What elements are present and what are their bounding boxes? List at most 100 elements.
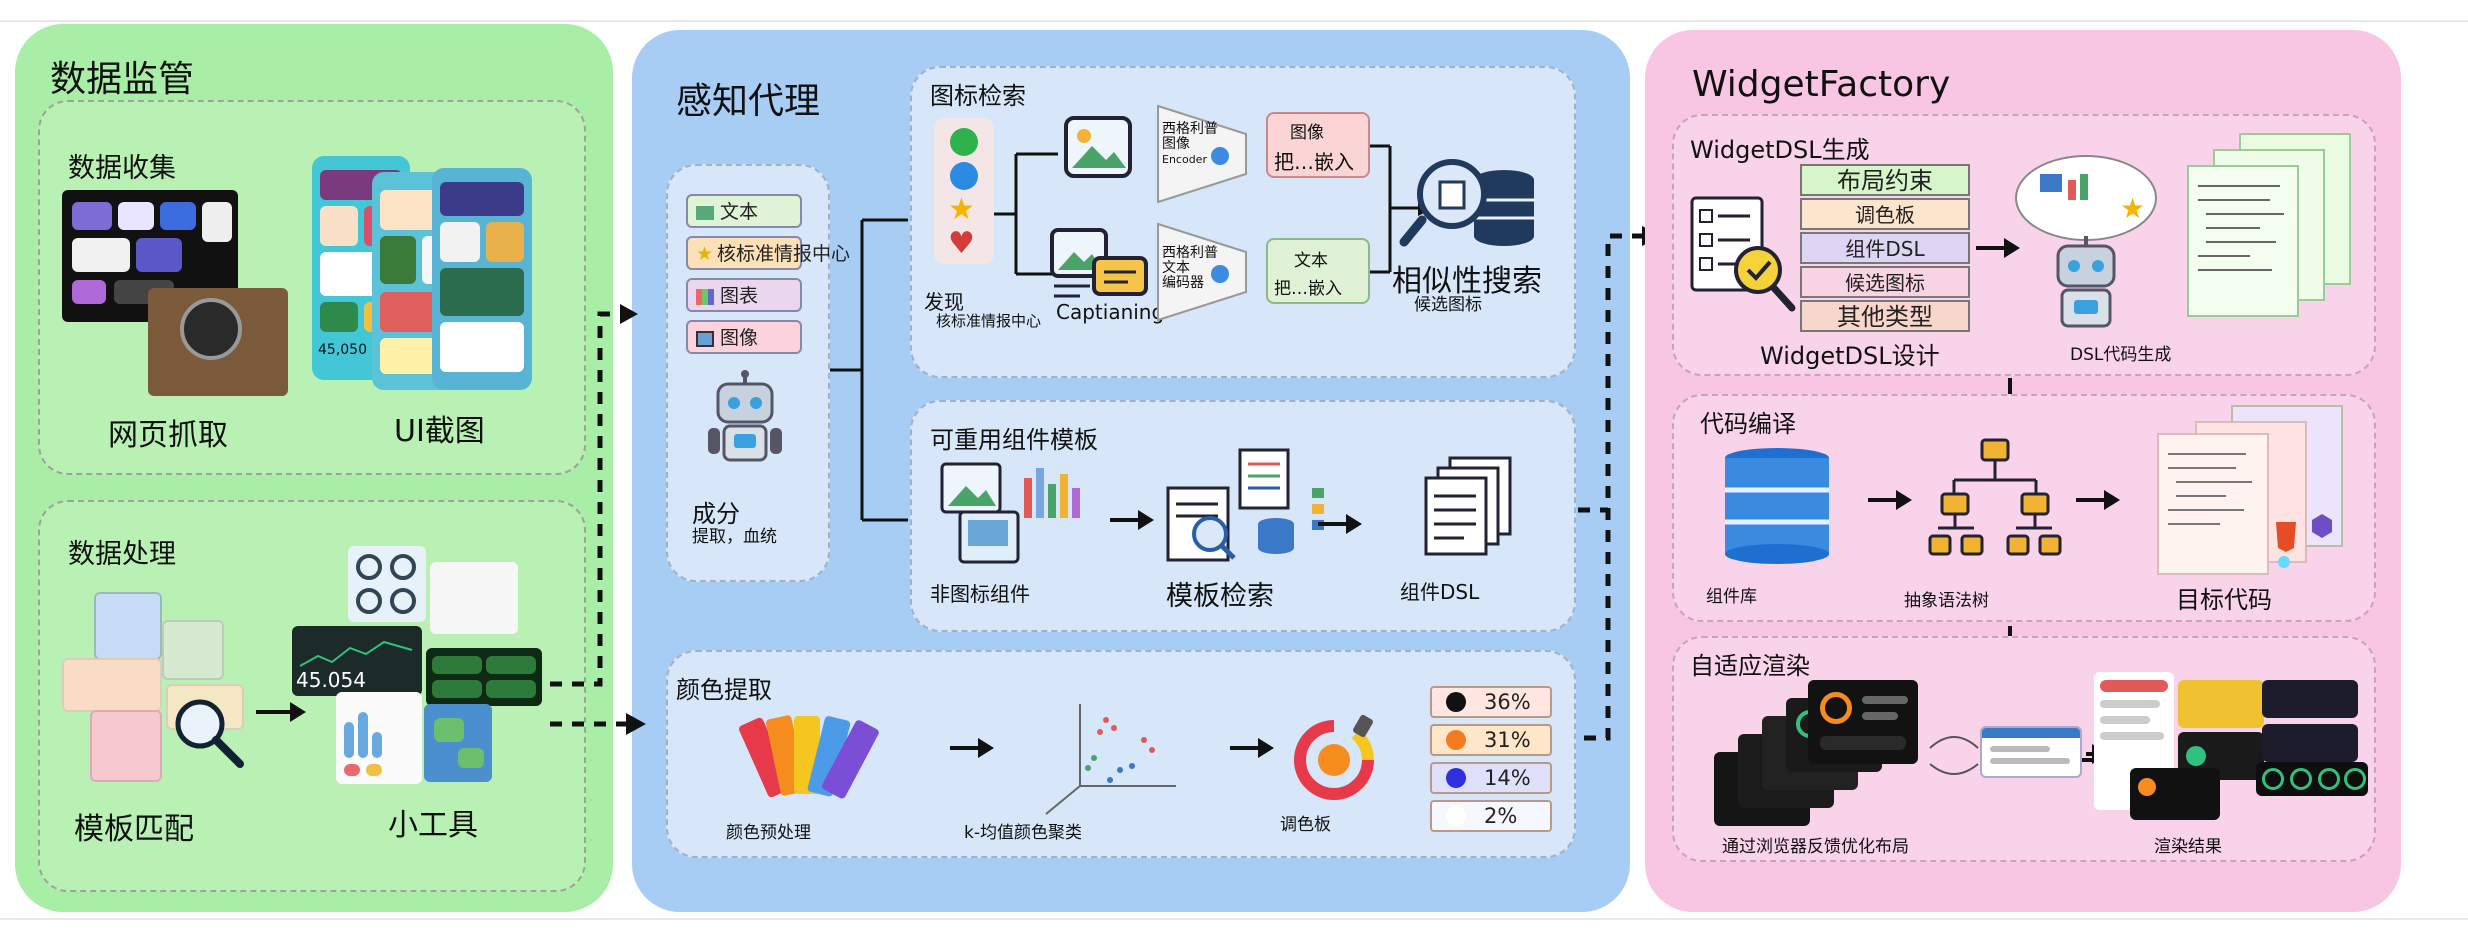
arrow-to-render-result [2082,758,2092,762]
color-preprocess-label: 颜色预处理 [726,823,811,843]
text-encoder-label: 西格利普 文本 编码器 [1162,245,1218,291]
template-block-pink [90,710,162,782]
abstract-syntax-tree-icon [1928,438,2062,556]
arrow-to-ast [1868,490,1912,510]
text-icon [696,205,714,220]
widget-stock-card: 45.054 [292,626,422,696]
dsl-tag-item: 候选图标 [1800,266,1970,298]
code-compile-title: 代码编译 [1700,410,1796,438]
color-dot-icon [1446,768,1466,788]
data-curation-title: 数据监管 [50,59,195,100]
image-icon [696,330,714,347]
text-encoder-shape [1157,222,1247,322]
render-result-label: 渲染结果 [2154,837,2222,857]
data-collection-title: 数据收集 [68,153,176,184]
color-dot-icon [1446,806,1466,826]
browser-feedback-label: 通过浏览器反馈优化布局 [1722,837,1909,857]
arrow-to-target-code [2076,490,2120,510]
non-icon-components-label: 非图标组件 [930,582,1030,606]
palette-icon [1294,714,1374,800]
swatch-percent: 36% [1484,690,1531,714]
feedback-loop-arrows [1929,736,1979,775]
ui-screenshot-phone-3 [432,168,532,390]
dsl-codegen-robot-icon: ★ [2015,155,2157,328]
star-icon: ★ [948,192,975,227]
star-icon: ★ [696,243,714,265]
robot-icon [708,370,782,462]
reusable-templates-title: 可重用组件模板 [930,426,1098,454]
chart-icon [696,288,714,305]
image-encoder-shape [1157,104,1247,204]
widget-map-card [424,704,492,782]
image-encoder-label: 西格利普 图像 Encoder [1162,121,1218,167]
target-code-label: 目标代码 [2176,586,2272,614]
browser-window-icon [1980,726,2082,778]
color-swatch-fan-icon [739,715,879,799]
web-scrape-photo [148,288,288,396]
component-tag-image: 图像 [686,320,802,354]
widgets-label: 小工具 [388,808,478,843]
component-tag-chart: 图表 [686,278,802,312]
template-block-orange [62,658,162,712]
similarity-search-icon [1399,159,1534,247]
icon-retrieval-title: 图标检索 [930,82,1026,110]
component-tag-intel: ★核标准情报中心 [686,236,850,270]
color-extraction-title: 颜色提取 [676,676,772,704]
perception-agent-title: 感知代理 [676,81,821,122]
checklist-magnifier-icon [1690,196,1796,312]
bottom-border-line [0,918,2468,920]
render-result-row-1 [2262,680,2358,718]
swatch-percent: 2% [1484,804,1518,828]
widget-dsl-generation-title: WidgetDSL生成 [1690,136,1870,164]
top-border-line [0,20,2468,22]
palette-swatch-row: 14% [1430,762,1552,794]
svg-text:★: ★ [2120,192,2145,225]
component-tag-text: 文本 [686,194,802,228]
arrow-to-palette [1230,738,1274,758]
arrow-browser-to-result [2086,744,2108,764]
color-dot-icon [1446,730,1466,750]
template-retrieval-icon [1166,448,1324,562]
dsl-code-docs-icon [2187,133,2351,317]
render-candidate-5 [1808,680,1918,764]
arrow-to-dsl-codegen [1976,238,2020,258]
discover-sublabel: 核标准情报中心 [936,312,1042,330]
component-library-icon [1725,448,1829,564]
widget-factory-title: WidgetFactory [1692,64,1951,105]
image-icon [1064,116,1132,178]
widget-dark-card [426,648,542,706]
palette-label: 调色板 [1280,815,1331,835]
icon-stack-connector [994,152,1058,276]
dsl-codegen-label: DSL代码生成 [2070,345,2172,365]
template-block-blue [94,592,162,660]
arrow-to-kmeans [950,738,994,758]
component-library-label: 组件库 [1706,587,1757,607]
component-dsl-label: 组件DSL [1400,580,1480,604]
magnifier-icon [175,699,244,768]
palette-swatch-row: 31% [1430,724,1552,756]
target-code-docs-icon [2157,405,2343,575]
dsl-tag-item: 调色板 [1800,198,1970,230]
heart-icon: ♥ [948,226,975,261]
image-caption-icon [1050,228,1148,298]
kmeans-label: k-均值颜色聚类 [964,823,1082,843]
discover-label: 发现 [924,290,964,314]
ui-screenshot-label: UI截图 [394,414,485,449]
palette-swatch-row: 36% [1430,686,1552,718]
dsl-tag-item: 其他类型 [1800,300,1970,332]
palette-swatch-row: 2% [1430,800,1552,832]
check-icon [950,128,978,156]
dashed-arrow-collection-to-agent [550,304,638,687]
components-subtitle: 提取，血统 [692,527,777,547]
captioning-label: Captianing [1056,300,1165,324]
color-dot-icon [1446,692,1466,712]
ast-label: 抽象语法树 [1904,591,1989,611]
text-embedding-box: 文本 把…嵌入 [1266,238,1370,304]
image-embedding-box: 图像 把…嵌入 [1266,112,1370,178]
template-match-label: 模板匹配 [74,812,194,847]
render-result-gauges [2256,762,2368,796]
render-result-black-card [2130,768,2220,820]
arrow-to-template-retrieval [1110,510,1154,530]
non-icon-components-icon [940,462,1080,564]
render-result-row-2 [2262,724,2358,762]
